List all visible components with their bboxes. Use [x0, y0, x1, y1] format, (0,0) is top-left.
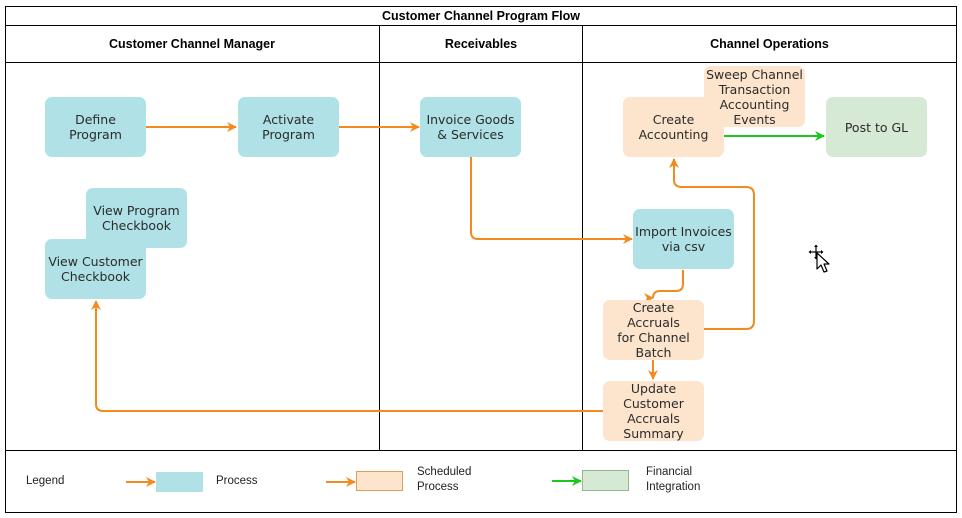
node-update-customer-accruals[interactable]: Update Customer Accruals Summary [603, 381, 704, 441]
node-create-accruals[interactable]: Create Accruals for Channel Batch [603, 300, 704, 360]
legend-frame [5, 450, 957, 513]
legend-scheduled-swatch [356, 471, 403, 491]
edge-invoice-to-import [470, 157, 633, 244]
node-sweep-channel-transaction[interactable]: Sweep Channel Transaction Accounting Eve… [704, 66, 805, 127]
edge-update-to-view-customer [91, 300, 603, 412]
lane-header-receivables: Receivables [444, 37, 518, 51]
legend-process-swatch [156, 472, 203, 492]
node-define-program[interactable]: Define Program [45, 97, 146, 157]
node-post-to-gl[interactable]: Post to GL [826, 97, 927, 157]
edge-accruals-to-accounting [669, 158, 755, 330]
legend-title: Legend [26, 475, 65, 487]
mouse-cursor-icon [808, 244, 830, 273]
legend-label-process: Process [216, 475, 258, 487]
legend-label-scheduled-process: Scheduled Process [417, 466, 472, 493]
node-import-invoices-csv[interactable]: Import Invoices via csv [633, 209, 734, 269]
legend-label-financial-integration: Financial Integration [646, 466, 701, 493]
node-invoice-goods-services[interactable]: Invoice Goods & Services [420, 97, 521, 157]
node-view-customer-checkbook[interactable]: View Customer Checkbook [45, 239, 146, 299]
node-view-program-checkbook[interactable]: View Program Checkbook [86, 188, 187, 248]
lane-header-channel-operations: Channel Operations [710, 37, 829, 51]
node-activate-program[interactable]: Activate Program [238, 97, 339, 157]
legend-financial-swatch [582, 470, 629, 491]
diagram-title: Customer Channel Program Flow [382, 9, 580, 23]
lane-header-customer-channel-manager: Customer Channel Manager [108, 37, 275, 51]
edge-import-to-accruals [648, 270, 684, 299]
